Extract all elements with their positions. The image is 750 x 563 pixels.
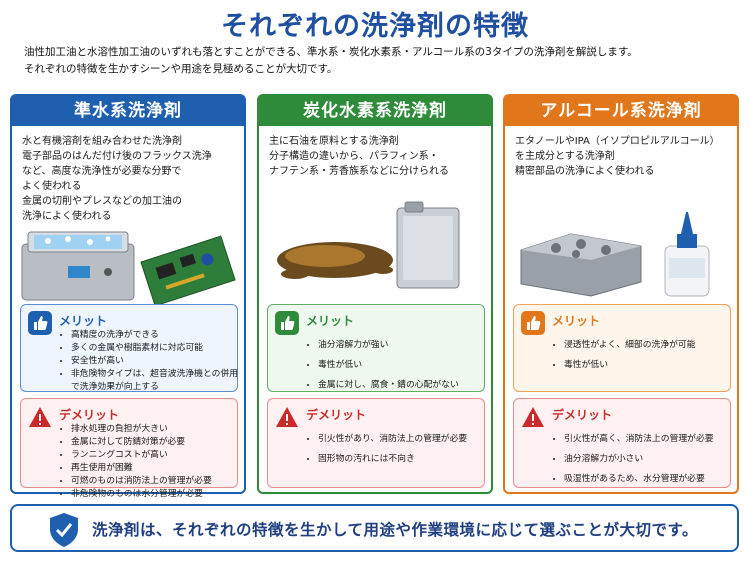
warning-icon (276, 407, 298, 427)
list-item: 毒性が低い (564, 355, 734, 375)
desc-line: 精密部品の洗浄によく使われる (515, 166, 655, 177)
list-item: 引火性があり、消防法上の管理が必要 (318, 429, 488, 449)
list-item: 油分溶解力が小さい (564, 449, 734, 469)
demerit-list: 引火性が高く、消防法上の管理が必要 油分溶解力が小さい 吸湿性があるため、水分管… (554, 429, 734, 489)
ultrasonic-cleaner-and-pcb-illustration (21, 231, 236, 306)
list-item: 非危険物タイプは、超音波洗浄機との併用で洗浄効果が向上する (71, 368, 241, 394)
column-alcohol: アルコール系洗浄剤 エタノールやIPA（イソプロピルアルコール） を主成分とする… (503, 94, 739, 494)
desc-line: を主成分とする洗浄剤 (515, 151, 615, 162)
merit-list: 浸透性がよく、細部の洗浄が可能 毒性が低い (554, 335, 734, 375)
warning-icon (29, 407, 51, 427)
list-item: 非危険物のものは水分管理が必要 (71, 488, 241, 501)
list-item: 引火性が高く、消防法上の管理が必要 (564, 429, 734, 449)
list-item: 吸湿性があるため、水分管理が必要 (564, 469, 734, 489)
column-heading: アルコール系洗浄剤 (505, 96, 737, 126)
merit-title: メリット (306, 314, 355, 328)
intro-line-1: 油性加工油と水溶性加工油のいずれも落とすことができる、準水系・炭化水素系・アルコ… (24, 46, 638, 58)
list-item: 可燃のものは消防法上の管理が必要 (71, 475, 241, 488)
desc-line: 電子部品のはんだ付け後のフラックス洗浄 (22, 151, 212, 162)
desc-line: 主に石油を原料とする洗浄剤 (269, 136, 399, 147)
intro-line-2: それぞれの特徴を生かすシーンや用途を見極めることが大切です。 (24, 63, 338, 75)
demerit-box: デメリット 排水処理の負担が大きい 金属に対して防錆対策が必要 ランニングコスト… (20, 398, 238, 499)
demerit-list: 引火性があり、消防法上の管理が必要 固形物の汚れには不向き (308, 429, 488, 469)
merit-list: 油分溶解力が強い 毒性が低い 金属に対し、腐食・錆の心配がない (308, 335, 488, 395)
list-item: 毒性が低い (318, 355, 488, 375)
list-item: 安全性が高い (71, 355, 241, 368)
column-heading: 炭化水素系洗浄剤 (259, 96, 491, 126)
demerit-box: デメリット 引火性が高く、消防法上の管理が必要 油分溶解力が小さい 吸湿性がある… (513, 398, 731, 488)
page-title: それぞれの洗浄剤の特徴 (221, 11, 529, 42)
summary-text: 洗浄剤は、それぞれの特徴を生かして用途や作業環境に応じて選ぶことが大切です。 (92, 521, 698, 539)
column-description: 水と有機溶剤を組み合わせた洗浄剤 電子部品のはんだ付け後のフラックス洗浄 など、… (22, 134, 240, 224)
merit-title: メリット (59, 314, 108, 328)
column-hydrocarbon: 炭化水素系洗浄剤 主に石油を原料とする洗浄剤 分子構造の違いから、パラフィン系・… (257, 94, 493, 494)
list-item: ランニングコストが高い (71, 449, 241, 462)
desc-line: よく使われる (22, 181, 82, 192)
list-item: 再生使用が困難 (71, 462, 241, 475)
desc-line: 分子構造の違いから、パラフィン系・ (269, 151, 439, 162)
intro-text: 油性加工油と水溶性加工油のいずれも落とすことができる、準水系・炭化水素系・アルコ… (24, 44, 736, 78)
summary-banner: 洗浄剤は、それぞれの特徴を生かして用途や作業環境に応じて選ぶことが大切です。 (10, 504, 739, 552)
demerit-list: 排水処理の負担が大きい 金属に対して防錆対策が必要 ランニングコストが高い 再生… (61, 423, 241, 501)
demerit-title: デメリット (59, 408, 120, 422)
merit-list: 高精度の洗浄ができる 多くの金属や樹脂素材に対応可能 安全性が高い 非危険物タイ… (61, 329, 241, 394)
column-description: 主に石油を原料とする洗浄剤 分子構造の違いから、パラフィン系・ ナフテン系・芳香… (269, 134, 487, 179)
thumbs-up-icon (275, 311, 299, 335)
desc-line: エタノールやIPA（イソプロピルアルコール） (515, 136, 720, 147)
warning-icon (522, 407, 544, 427)
demerit-box: デメリット 引火性があり、消防法上の管理が必要 固形物の汚れには不向き (267, 398, 485, 488)
merit-box: メリット 油分溶解力が強い 毒性が低い 金属に対し、腐食・錆の心配がない (267, 304, 485, 392)
column-semi-aqueous: 準水系洗浄剤 水と有機溶剤を組み合わせた洗浄剤 電子部品のはんだ付け後のフラック… (10, 94, 246, 499)
list-item: 固形物の汚れには不向き (318, 449, 488, 469)
metal-part-and-bottle-illustration (520, 212, 710, 297)
oil-spill-and-can-illustration (277, 201, 460, 289)
merit-title: メリット (552, 314, 601, 328)
thumbs-up-icon (521, 311, 545, 335)
shield-check-icon (50, 513, 78, 547)
list-item: 金属に対して防錆対策が必要 (71, 436, 241, 449)
thumbs-up-icon (28, 311, 52, 335)
list-item: 浸透性がよく、細部の洗浄が可能 (564, 335, 734, 355)
desc-line: 水と有機溶剤を組み合わせた洗浄剤 (22, 136, 182, 147)
list-item: 高精度の洗浄ができる (71, 329, 241, 342)
demerit-title: デメリット (306, 408, 367, 422)
list-item: 金属に対し、腐食・錆の心配がない (318, 375, 488, 395)
demerit-title: デメリット (552, 408, 613, 422)
desc-line: ナフテン系・芳香族系などに分けられる (269, 166, 449, 177)
list-item: 多くの金属や樹脂素材に対応可能 (71, 342, 241, 355)
list-item: 排水処理の負担が大きい (71, 423, 241, 436)
desc-line: 洗浄によく使われる (22, 211, 112, 222)
merit-box: メリット 浸透性がよく、細部の洗浄が可能 毒性が低い (513, 304, 731, 392)
desc-line: など、高度な洗浄性が必要な分野で (22, 166, 182, 177)
list-item: 油分溶解力が強い (318, 335, 488, 355)
merit-box: メリット 高精度の洗浄ができる 多くの金属や樹脂素材に対応可能 安全性が高い 非… (20, 304, 238, 392)
column-heading: 準水系洗浄剤 (12, 96, 244, 126)
column-description: エタノールやIPA（イソプロピルアルコール） を主成分とする洗浄剤 精密部品の洗… (515, 134, 733, 179)
desc-line: 金属の切削やプレスなどの加工油の (22, 196, 182, 207)
